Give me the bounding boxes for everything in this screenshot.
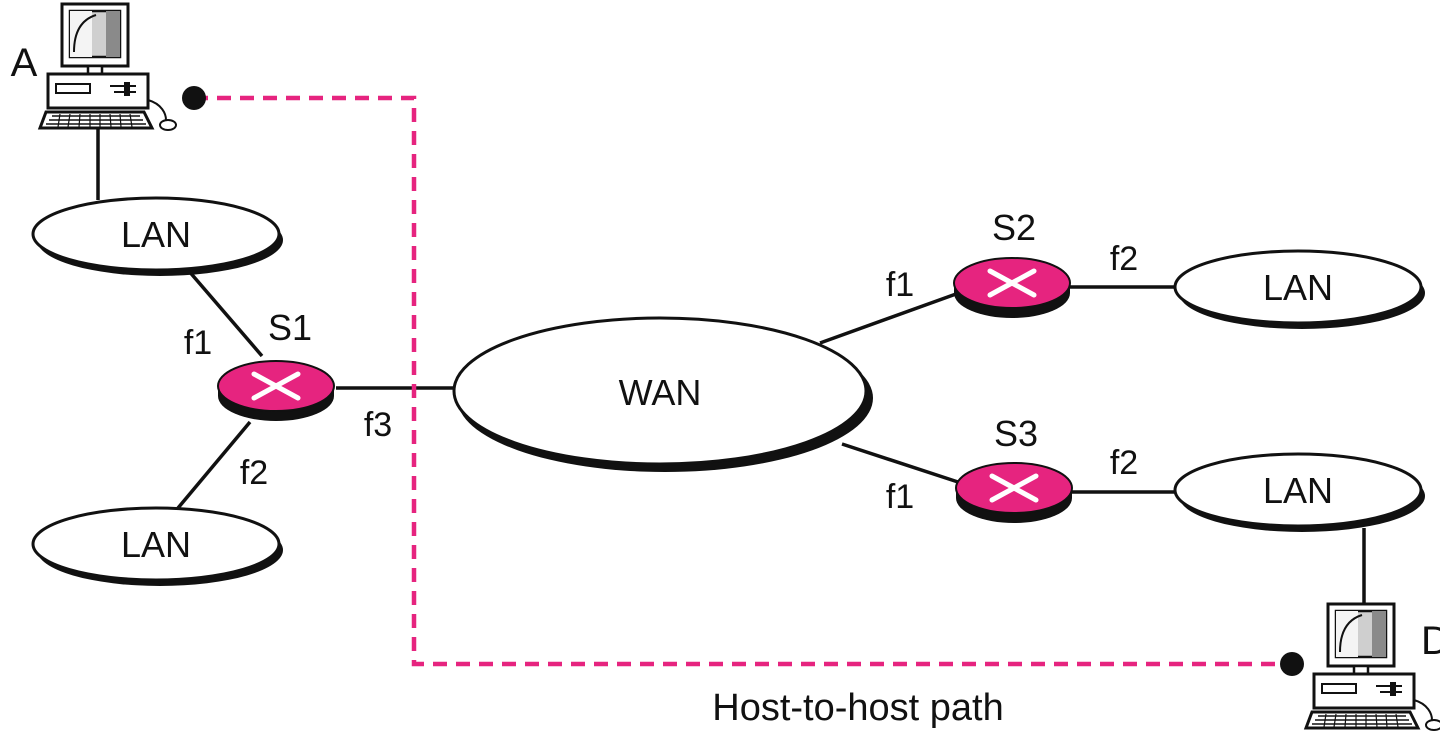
link-s1-f2-lan [176,420,252,510]
lan-host-a: LAN [31,196,285,278]
link-lan-s1-f1 [186,268,264,358]
host-d-label: D [1421,619,1440,663]
lan-s3: LAN [1173,452,1427,534]
switch-s2-label: S2 [992,207,1036,248]
switch-s1-label: S1 [268,307,312,348]
wan-label: WAN [619,372,702,413]
host-d: D [1304,602,1440,732]
host-to-host-path-label: Host-to-host path [712,687,1003,729]
switch-icon [956,463,1072,523]
switch-s1-port-f3: f3 [364,406,392,444]
lan-s2-label: LAN [1263,267,1333,308]
host-a: A [11,2,178,132]
switch-s1: S1 f1 f2 f3 [184,307,392,492]
switch-s3-port-f2: f2 [1110,444,1138,482]
switch-s1-port-f2: f2 [240,454,268,492]
desktop-computer-icon [1304,602,1440,732]
link-wan-s3 [841,442,959,484]
switch-s2-port-f2: f2 [1110,240,1138,278]
switch-s1-port-f1: f1 [184,324,212,362]
host-to-host-path-line [194,95,1292,667]
lan-s2: LAN [1173,249,1427,331]
lan-s3-label: LAN [1263,470,1333,511]
switch-s3: S3 f1 f2 [886,413,1138,523]
switch-icon [218,361,334,421]
switch-s3-label: S3 [994,413,1038,454]
link-wan-s2 [819,292,957,345]
desktop-computer-icon [38,2,178,132]
wan-cloud: WAN [452,316,873,472]
path-endpoint-a [182,86,206,110]
path-endpoint-d [1280,652,1304,676]
switch-s3-port-f1: f1 [886,478,914,516]
switch-s2: S2 f1 f2 [886,207,1138,318]
switch-s2-port-f1: f1 [886,266,914,304]
lan-host-a-label: LAN [121,214,191,255]
lan-s1-f2: LAN [31,506,285,588]
lan-s1-f2-label: LAN [121,524,191,565]
host-a-label: A [11,41,38,85]
switch-icon [954,258,1070,318]
